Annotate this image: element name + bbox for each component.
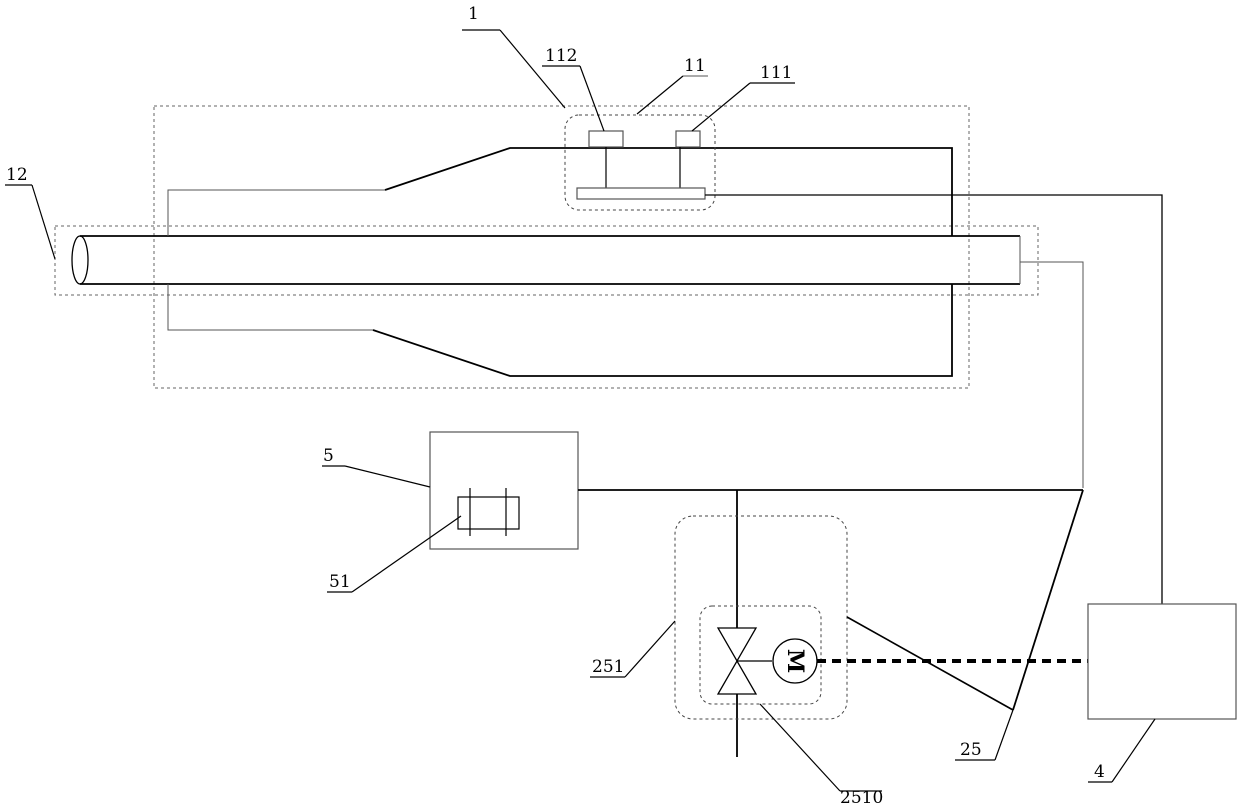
leader-5-diag	[345, 466, 430, 487]
label-51: 51	[329, 572, 351, 592]
label-251: 251	[592, 657, 624, 677]
signal-line-to-4	[705, 195, 1162, 604]
motor-symbol: M	[782, 649, 808, 673]
sensor-112	[589, 131, 623, 147]
controller-4	[1088, 604, 1236, 719]
label-25: 25	[960, 740, 982, 760]
unit-5	[430, 432, 578, 549]
sensor-base-plate	[577, 188, 705, 199]
leader-111-diag	[692, 83, 750, 131]
leader-25-diag	[995, 710, 1013, 760]
label-2510: 2510	[840, 788, 883, 808]
leader-4-diag	[1112, 719, 1155, 782]
leader-51-diag	[352, 516, 461, 592]
housing-lower-taper	[373, 284, 952, 376]
label-12: 12	[6, 165, 28, 185]
label-1: 1	[468, 4, 479, 24]
tube-outlet-line	[1020, 262, 1083, 488]
tube-end-ellipse	[72, 236, 88, 284]
leader-1-diag	[500, 30, 565, 108]
leader-251-diag	[625, 621, 675, 677]
leader-2510-diag	[760, 704, 840, 791]
leader-11-diag	[637, 76, 683, 114]
label-5: 5	[323, 446, 334, 466]
housing-upper-contour	[168, 190, 385, 236]
leader-12-diag	[32, 185, 55, 259]
leader-112-diag	[580, 66, 604, 131]
label-4: 4	[1094, 762, 1105, 782]
valve-body-bottom	[718, 661, 756, 694]
sensor-111	[676, 131, 700, 147]
housing-lower-contour	[168, 284, 373, 330]
label-111: 111	[760, 63, 792, 83]
label-112: 112	[545, 46, 577, 66]
label-11: 11	[684, 56, 706, 76]
pipe-to-25	[1013, 490, 1083, 710]
leader-25-lower	[847, 617, 1013, 710]
valve-body-top	[718, 628, 756, 661]
